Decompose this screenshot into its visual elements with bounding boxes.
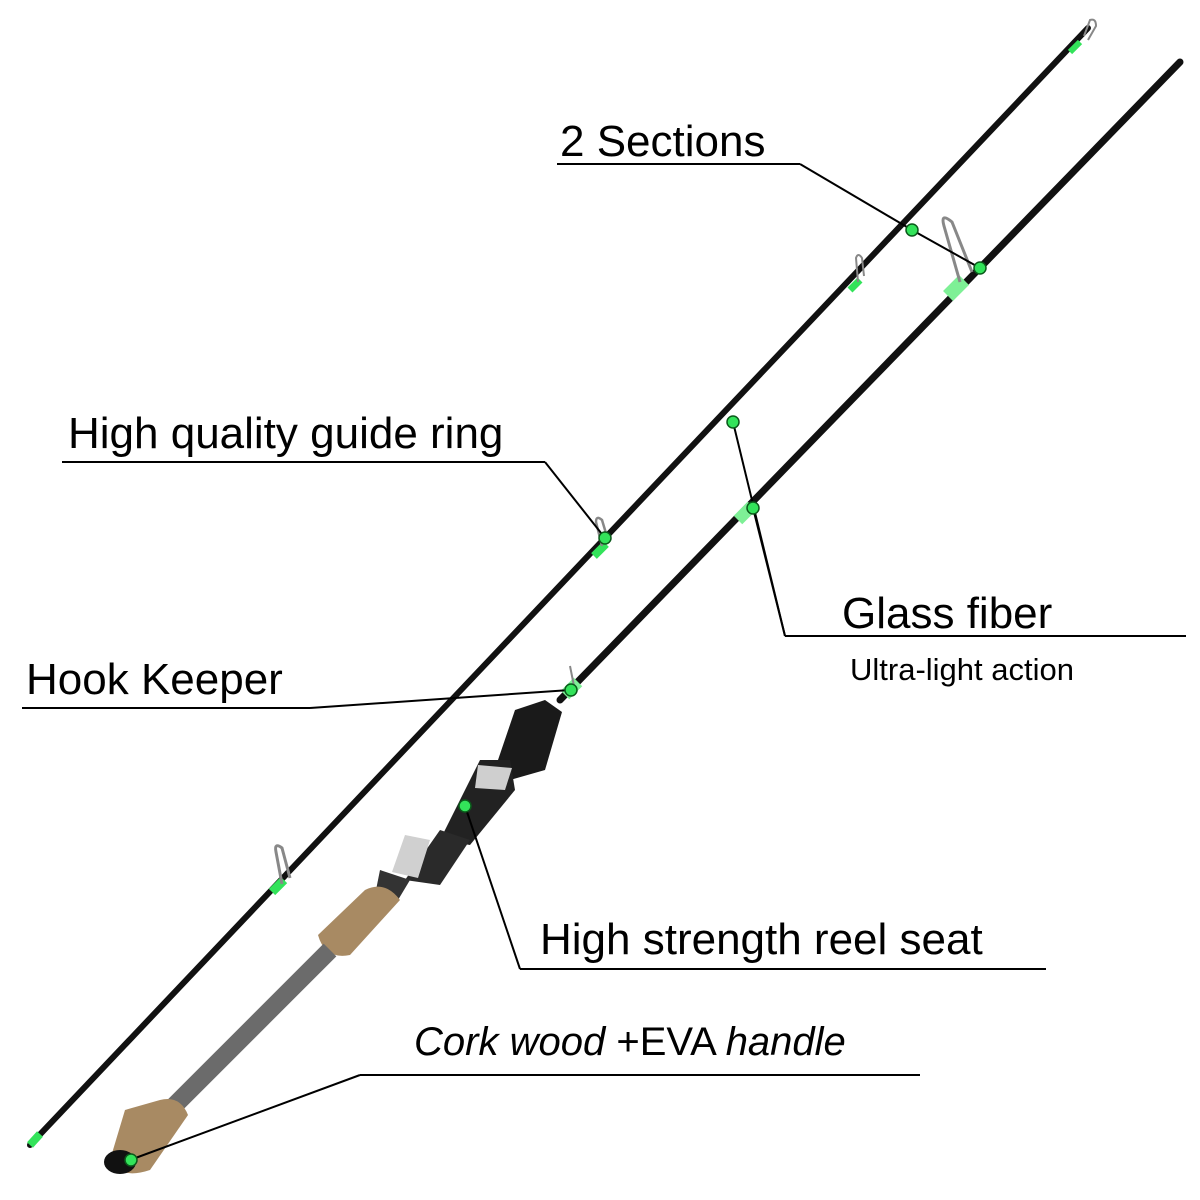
label-handle-word: handle [725,1020,846,1064]
label-reel-seat: High strength reel seat [540,915,983,964]
label-action: Ultra-light action [850,652,1074,687]
callout-dots [124,223,987,1167]
leader-lines [22,163,1186,1161]
label-handle-cork: Cork wood [414,1020,606,1064]
eva-foregrip [498,700,562,780]
label-handle: Cork wood +EVA handle [414,1022,846,1062]
tip-section-rod [27,18,1098,1148]
label-glass-fiber: Glass fiber [842,589,1053,638]
label-handle-eva: +EVA [616,1020,715,1064]
label-sections: 2 Sections [560,117,766,166]
cork-fore-grip [318,886,400,956]
label-guide-ring: High quality guide ring [68,409,504,458]
label-hook-keeper: Hook Keeper [26,655,283,704]
